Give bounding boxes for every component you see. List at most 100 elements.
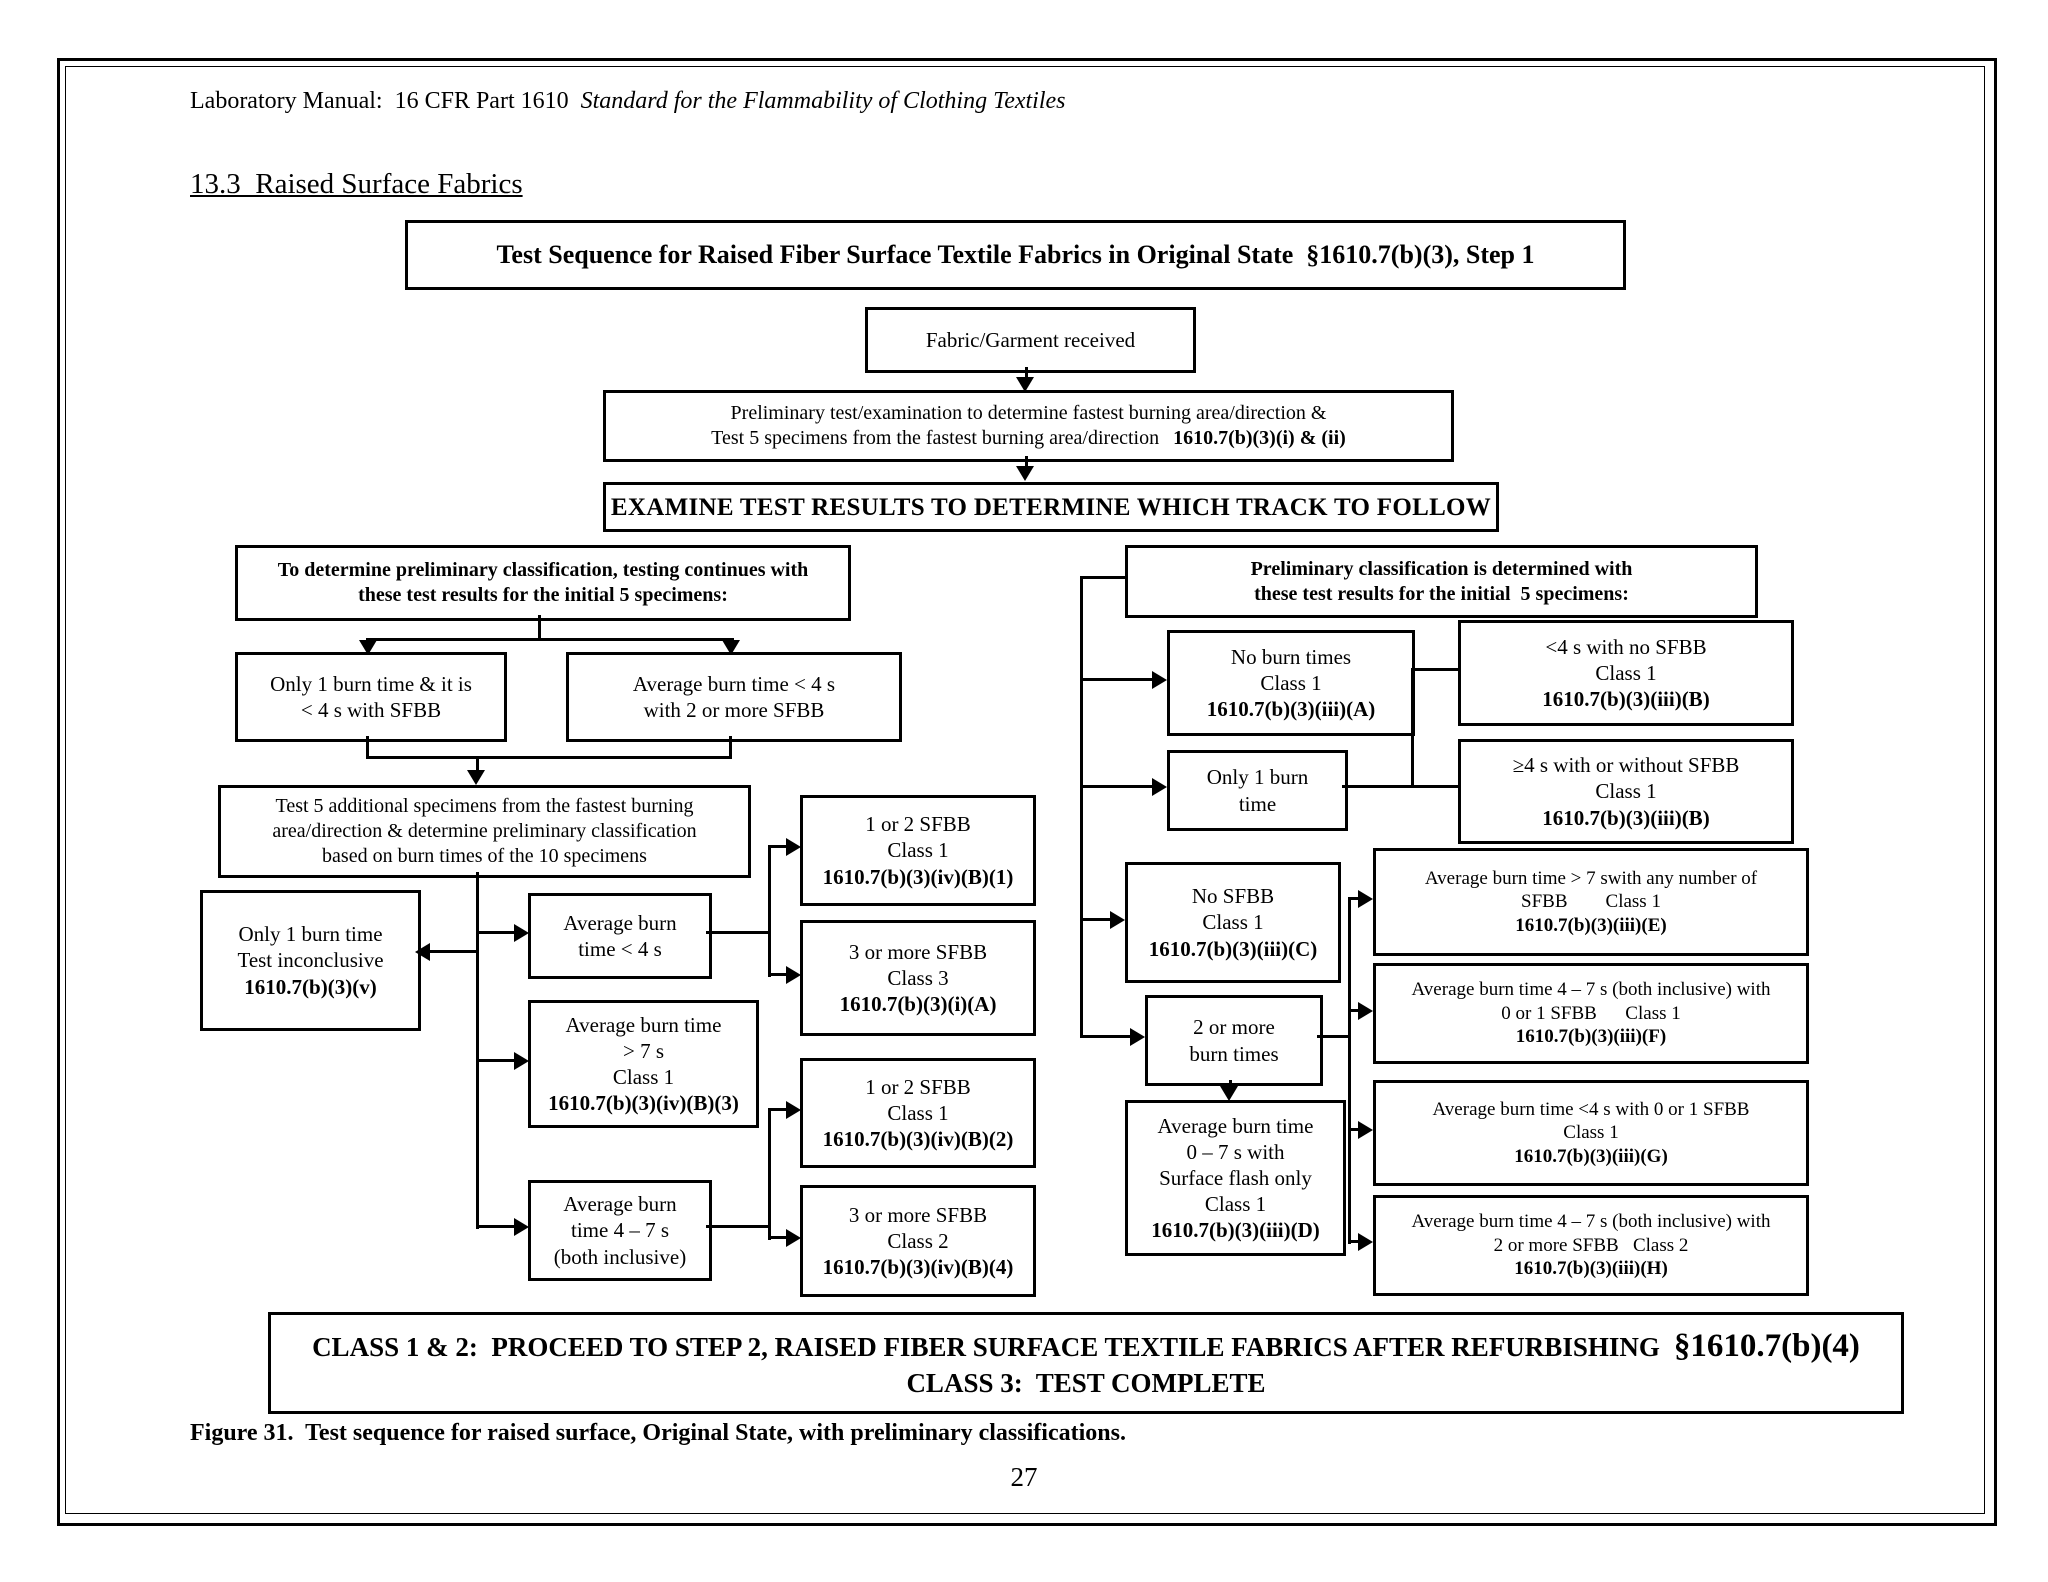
node-text: Class 1 (612, 1065, 675, 1089)
node-gt7-any-sfbb: Average burn time > 7 swith any number o… (1373, 848, 1809, 956)
node-lt4-0or1-sfbb: Average burn time <4 s with 0 or 1 SFBB … (1373, 1080, 1809, 1186)
regulation-citation: 1610.7(b)(3)(iv)(B)(4) (822, 1255, 1014, 1280)
class-result-banner: CLASS 1 & 2: PROCEED TO STEP 2, RAISED F… (268, 1312, 1904, 1414)
flow-arrowhead (359, 640, 377, 655)
flow-connector (366, 736, 369, 759)
node-text: No SFBB (1191, 884, 1275, 909)
node-1or2-sfbb-class1-b1: 1 or 2 SFBB Class 1 1610.7(b)(3)(iv)(B)(… (800, 795, 1036, 906)
flow-connector (706, 931, 770, 934)
node-text: time (1238, 791, 1277, 816)
node-text: time < 4 s (578, 937, 662, 961)
node-3plus-sfbb-class3: 3 or more SFBB Class 3 1610.7(b)(3)(i)(A… (800, 920, 1036, 1036)
node-text: Only 1 burn time (238, 922, 383, 947)
node-text: Class 1 (1595, 660, 1657, 685)
node-1or2-sfbb-class1-b2: 1 or 2 SFBB Class 1 1610.7(b)(3)(iv)(B)(… (800, 1058, 1036, 1168)
node-text: area/direction & determine preliminary c… (272, 820, 697, 843)
node-text: Average burn time < 4 s (632, 671, 836, 696)
flow-connector (430, 950, 478, 953)
flow-connector (1348, 1128, 1360, 1131)
node-text: Preliminary test/examination to determin… (730, 402, 1327, 425)
flow-connector (366, 756, 732, 759)
node-text: 0 – 7 s with (1186, 1139, 1285, 1164)
node-3plus-sfbb-class2: 3 or more SFBB Class 2 1610.7(b)(3)(iv)(… (800, 1185, 1036, 1297)
flow-connector (476, 872, 479, 1229)
flow-arrowhead (1358, 1233, 1373, 1251)
node-4-7-2plus-sfbb: Average burn time 4 – 7 s (both inclusiv… (1373, 1195, 1809, 1296)
node-text: Class 1 (887, 838, 949, 863)
node-text: Surface flash only (1159, 1165, 1312, 1190)
flow-connector (1080, 576, 1083, 1037)
flow-arrowhead (514, 1218, 529, 1236)
flow-connector (476, 1225, 516, 1228)
regulation-citation: 1610.7(b)(3)(iii)(B) (1542, 805, 1710, 830)
regulation-citation: 1610.7(b)(3)(iv)(B)(2) (822, 1127, 1014, 1152)
node-text: Only 1 burn time & it is (270, 671, 472, 696)
node-text-segment: Test 5 specimens from the fastest burnin… (711, 427, 1160, 449)
node-text: <4 s with no SFBB (1545, 634, 1707, 659)
node-text: these test results for the initial 5 spe… (358, 584, 728, 606)
regulation-citation: 1610.7(b)(3)(v) (244, 974, 377, 999)
node-text: Class 1 (887, 1100, 949, 1125)
node-text: EXAMINE TEST RESULTS TO DETERMINE WHICH … (610, 493, 1492, 521)
flow-connector (768, 1236, 788, 1239)
flow-connector (768, 973, 788, 976)
flow-connector (1080, 918, 1112, 921)
node-fabric-received: Fabric/Garment received (865, 307, 1196, 373)
flow-arrowhead (415, 943, 430, 961)
node-right-track-header: Preliminary classification is determined… (1125, 545, 1758, 618)
flow-connector (1025, 367, 1028, 380)
flow-arrowhead (514, 1052, 529, 1070)
node-text: Class 1 (1260, 670, 1322, 695)
flow-connector (729, 736, 732, 759)
node-examine-results: EXAMINE TEST RESULTS TO DETERMINE WHICH … (603, 482, 1499, 532)
regulation-citation: 1610.7(b)(3)(iii)(E) (1515, 914, 1667, 936)
flow-connector (768, 1108, 771, 1240)
node-text: Average burn (563, 910, 677, 935)
banner-line: CLASS 1 & 2: PROCEED TO STEP 2, RAISED F… (312, 1326, 1860, 1367)
flow-connector (706, 1225, 770, 1228)
section-heading: 13.3 Raised Surface Fabrics (190, 168, 523, 200)
node-4-7-0or1-sfbb: Average burn time 4 – 7 s (both inclusiv… (1373, 963, 1809, 1064)
regulation-citation: §1610.7(b)(4) (1673, 1327, 1860, 1364)
node-text: 1 or 2 SFBB (865, 1074, 971, 1099)
flowchart-title-text: Test Sequence for Raised Fiber Surface T… (496, 239, 1535, 269)
flow-arrowhead (786, 838, 801, 856)
flowchart-title: Test Sequence for Raised Fiber Surface T… (405, 220, 1626, 290)
flow-arrowhead (514, 924, 529, 942)
flow-connector (768, 845, 788, 848)
regulation-citation: 1610.7(b)(3)(iii)(A) (1206, 697, 1376, 722)
regulation-citation: 1610.7(b)(3)(iii)(B) (1542, 687, 1710, 712)
flow-arrowhead (786, 1229, 801, 1247)
flow-arrowhead (1016, 377, 1034, 392)
node-only-1-burn-time: Only 1 burn time (1167, 750, 1348, 831)
node-preliminary-test: Preliminary test/examination to determin… (603, 390, 1454, 462)
node-text: 1 or 2 SFBB (865, 812, 971, 837)
flow-connector (768, 1108, 788, 1111)
flow-arrowhead (1152, 671, 1167, 689)
page-border-outer (57, 58, 1997, 1526)
node-text: Test 5 specimens from the fastest burnin… (711, 426, 1346, 451)
node-test-5-additional: Test 5 additional specimens from the fas… (218, 785, 751, 878)
regulation-citation: 1610.7(b)(3)(iii)(G) (1514, 1145, 1668, 1167)
node-text: these test results for the initial 5 spe… (1254, 582, 1629, 605)
node-text: burn times (1189, 1041, 1279, 1066)
node-text: Average burn time (565, 1012, 722, 1037)
node-text: Average burn time 4 – 7 s (both inclusiv… (1411, 1211, 1771, 1233)
node-text: Class 1 (1204, 1192, 1267, 1217)
flow-connector (476, 931, 516, 934)
flow-arrowhead (1358, 1002, 1373, 1020)
regulation-citation: 1610.7(b)(3)(iv)(B)(3) (548, 1091, 739, 1116)
flow-arrowhead (1110, 911, 1125, 929)
banner-text: CLASS 1 & 2: PROCEED TO STEP 2, RAISED F… (312, 1331, 1660, 1362)
header-prefix: Laboratory Manual: 16 CFR Part 1610 (190, 88, 581, 114)
flow-arrowhead (1130, 1028, 1145, 1046)
flow-connector (1348, 1240, 1360, 1243)
flow-arrowhead (1358, 890, 1373, 908)
flow-connector (1080, 785, 1152, 788)
node-avg-burn-4-7: Average burn time 4 – 7 s (both inclusiv… (528, 1180, 712, 1281)
node-text: Average burn time (1157, 1113, 1314, 1138)
node-text: Class 1 (1563, 1122, 1619, 1144)
document-header: Laboratory Manual: 16 CFR Part 1610 Stan… (190, 88, 1066, 115)
banner-line: CLASS 3: TEST COMPLETE (906, 1367, 1266, 1398)
node-text: Class 1 (1202, 910, 1264, 935)
